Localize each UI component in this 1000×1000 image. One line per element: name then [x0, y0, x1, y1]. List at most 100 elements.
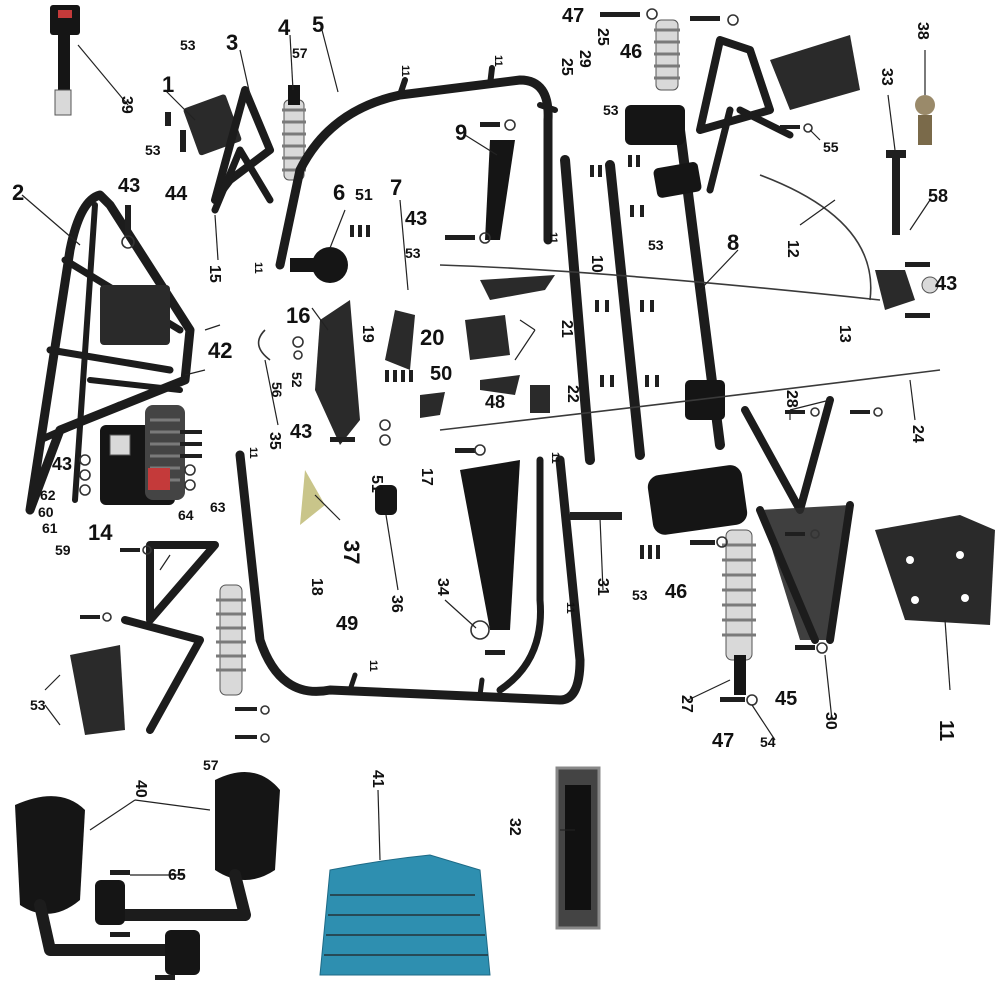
callout-51-b: 51: [368, 475, 385, 493]
front-bumper-guard: [25, 190, 195, 515]
callout-36: 36: [388, 595, 405, 613]
rear-lower-arms: [741, 396, 854, 644]
callout-34: 34: [434, 578, 451, 596]
callout-46-top: 46: [620, 41, 642, 63]
callout-61: 61: [42, 520, 58, 536]
callout-53-g: 53: [30, 697, 46, 713]
upper-frame-tube: [275, 65, 558, 270]
callout-11-f: 11: [247, 447, 259, 459]
callout-7: 7: [390, 175, 402, 200]
fender-panel: [315, 300, 360, 445]
brake-throttle-cables: [439, 174, 941, 431]
callout-53-f: 53: [632, 587, 648, 603]
callout-40: 40: [132, 780, 149, 798]
callout-33: 33: [878, 68, 895, 86]
front-lower-arms: [70, 541, 219, 735]
callout-64: 64: [178, 507, 194, 523]
callout-8: 8: [727, 230, 739, 255]
callout-47-top: 47: [562, 5, 584, 27]
callout-49: 49: [336, 613, 358, 635]
callout-43-c: 43: [935, 273, 957, 295]
callout-leaders: [21, 29, 951, 876]
callout-21: 21: [558, 320, 575, 338]
callout-15: 15: [206, 265, 223, 283]
callout-58: 58: [928, 186, 948, 206]
callout-43-b: 43: [405, 208, 427, 230]
callout-11-d: 11: [252, 262, 264, 274]
callout-57-a: 57: [292, 45, 308, 61]
storage-pocket-panel: [555, 766, 601, 930]
ignition-switch: [290, 247, 348, 283]
callout-53-e: 53: [648, 237, 664, 253]
hitch-ball: [915, 95, 935, 145]
callout-13: 13: [836, 325, 853, 343]
callout-31: 31: [594, 578, 611, 596]
callout-51-a: 51: [355, 187, 373, 204]
callout-59: 59: [55, 542, 71, 558]
seat-belt-retractor: [460, 140, 520, 630]
callout-35: 35: [266, 432, 283, 450]
rear-shock-absorber-top: [654, 19, 680, 91]
callout-48: 48: [485, 392, 505, 412]
callout-65: 65: [168, 867, 186, 884]
callout-3: 3: [226, 30, 238, 55]
callout-53-b: 53: [145, 142, 161, 158]
callout-41: 41: [369, 770, 386, 788]
callout-12: 12: [784, 240, 801, 258]
callout-46-bottom: 46: [665, 581, 687, 603]
callout-2: 2: [12, 180, 24, 205]
lower-frame-tube: [235, 450, 585, 705]
callout-20: 20: [420, 325, 444, 350]
callout-44: 44: [165, 183, 188, 205]
callout-63: 63: [210, 499, 226, 515]
rear-upper-arm: [696, 35, 860, 194]
callout-62: 62: [40, 487, 56, 503]
callout-11-i: 11: [564, 602, 576, 614]
long-pin-bolt: [886, 150, 906, 235]
callout-1: 1: [162, 72, 174, 97]
callout-53-c: 53: [405, 245, 421, 261]
callout-11-skid: 11: [935, 720, 957, 741]
callout-24: 24: [909, 425, 926, 443]
callout-labels: 1 2 3 4 5 6 7 8 9 10 11 12 13 14 15 16 1…: [12, 5, 957, 884]
front-shock-absorber-bottom: [216, 584, 246, 696]
callout-52: 52: [289, 372, 305, 388]
callout-11-g: 11: [549, 452, 561, 464]
front-shock-absorber-top: [282, 85, 306, 181]
callout-25-pad: 25: [594, 28, 611, 46]
callout-10: 10: [588, 255, 605, 273]
callout-38: 38: [914, 22, 931, 40]
callout-53-d: 53: [603, 102, 619, 118]
floor-pads: [625, 105, 748, 535]
callout-56: 56: [269, 382, 285, 398]
rear-hitch-bracket: [875, 270, 939, 310]
callout-55: 55: [823, 139, 839, 155]
rubber-boot: [319, 854, 491, 976]
callout-45: 45: [775, 688, 797, 710]
fastener-hardware: [79, 8, 930, 980]
callout-47-bottom: 47: [712, 730, 734, 752]
callout-11-b: 11: [399, 65, 411, 77]
callout-53-a: 53: [180, 37, 196, 53]
callout-43-a: 43: [118, 175, 140, 197]
callout-32: 32: [506, 818, 523, 836]
callout-25-rail: 25: [558, 58, 575, 76]
callout-43-e: 43: [52, 454, 72, 474]
callout-6: 6: [333, 180, 345, 205]
callout-14: 14: [88, 520, 113, 545]
callout-42: 42: [208, 338, 232, 363]
callout-50: 50: [430, 363, 452, 385]
callout-30: 30: [822, 712, 839, 730]
winch-assembly: [100, 405, 185, 505]
callout-37: 37: [339, 540, 364, 564]
skid-plate: [875, 515, 995, 625]
brackets-center: [300, 275, 622, 640]
callout-18: 18: [308, 578, 325, 596]
callout-19: 19: [359, 325, 376, 343]
callout-39: 39: [118, 96, 135, 114]
callout-9: 9: [455, 120, 467, 145]
callout-54: 54: [760, 734, 776, 750]
callout-11-h: 11: [367, 660, 379, 672]
rear-shock-absorber-bottom: [722, 529, 756, 695]
